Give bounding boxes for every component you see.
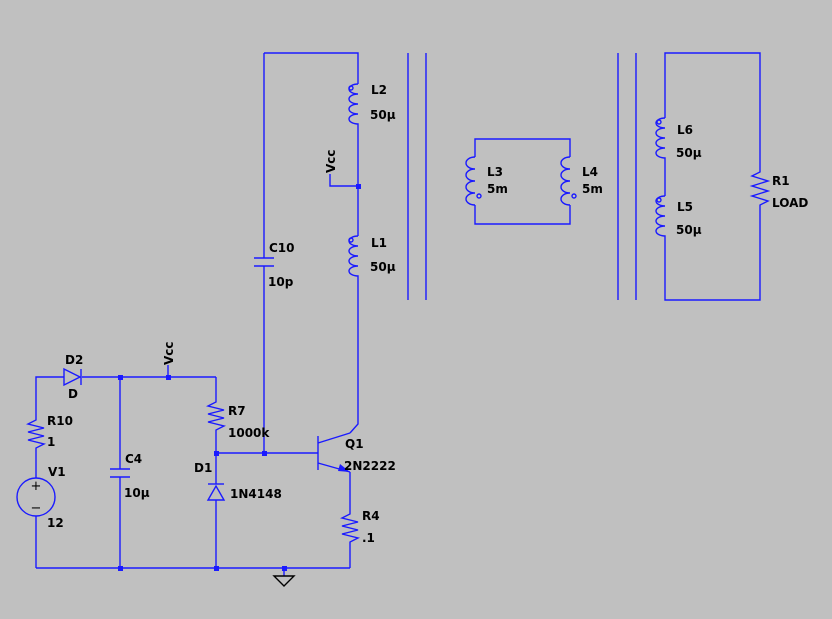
label-Q1-value: 2N2222 <box>344 459 396 473</box>
diode-D1 <box>206 483 226 501</box>
inductor-L1 <box>348 235 359 280</box>
inductor-L3 <box>465 156 482 206</box>
label-C4-ref: C4 <box>125 452 142 466</box>
label-vcc-left: Vcc <box>162 341 176 365</box>
capacitor-C4 <box>110 468 130 478</box>
inductor-L4 <box>560 156 577 206</box>
resistor-R10 <box>25 416 47 452</box>
labels: L2 50µ L1 50µ Vcc Vcc C10 10p L3 5m L4 5… <box>47 83 808 545</box>
label-L2-ref: L2 <box>371 83 387 97</box>
label-R7-value: 1000k <box>228 426 270 440</box>
label-C10-ref: C10 <box>269 241 295 255</box>
diode-D2 <box>63 367 82 387</box>
wire-coupling-loop <box>474 138 571 225</box>
label-L3-value: 5m <box>487 182 508 196</box>
label-L3-ref: L3 <box>487 165 503 179</box>
label-R1-value: LOAD <box>772 196 808 210</box>
label-D2-ref: D2 <box>65 353 83 367</box>
label-V1-ref: V1 <box>48 465 66 479</box>
v1-plus-symbol: + <box>31 479 42 494</box>
label-L6-ref: L6 <box>677 123 693 137</box>
label-L5-ref: L5 <box>677 200 693 214</box>
label-R7-ref: R7 <box>228 404 246 418</box>
label-C10-value: 10p <box>268 275 294 289</box>
capacitor-C10 <box>254 257 274 267</box>
label-D1-ref: D1 <box>194 461 212 475</box>
label-R1-ref: R1 <box>772 174 790 188</box>
label-Q1-ref: Q1 <box>345 437 364 451</box>
label-L6-value: 50µ <box>676 146 702 160</box>
inductor-L5 <box>655 195 666 239</box>
v1-minus-symbol: − <box>31 501 42 516</box>
resistor-R4 <box>339 510 361 548</box>
label-D2-value: D <box>68 387 78 401</box>
label-R4-value: .1 <box>362 531 375 545</box>
label-L4-value: 5m <box>582 182 603 196</box>
junction-dots <box>118 184 361 571</box>
voltage-source-V1: + − <box>16 477 56 517</box>
label-R10-value: 1 <box>47 435 55 449</box>
label-L1-value: 50µ <box>370 260 396 274</box>
transistor-Q1 <box>317 432 351 473</box>
label-D1-value: 1N4148 <box>230 487 282 501</box>
label-vcc-top: Vcc <box>324 149 338 173</box>
inductor-L6 <box>655 117 666 161</box>
label-R4-ref: R4 <box>362 509 380 523</box>
label-R10-ref: R10 <box>47 414 73 428</box>
inductor-L2 <box>348 83 359 127</box>
resistor-R7 <box>205 398 227 440</box>
ground-symbol <box>272 575 296 587</box>
wire-output <box>664 52 761 301</box>
label-L1-ref: L1 <box>371 236 387 250</box>
resistor-R1 <box>749 168 771 214</box>
wire-tank <box>263 52 359 453</box>
wire-supply <box>35 365 351 576</box>
label-C4-value: 10µ <box>124 486 150 500</box>
label-V1-value: 12 <box>47 516 64 530</box>
transformer-core-left <box>407 53 427 300</box>
label-L5-value: 50µ <box>676 223 702 237</box>
label-L2-value: 50µ <box>370 108 396 122</box>
label-L4-ref: L4 <box>582 165 598 179</box>
transformer-core-right <box>617 53 637 300</box>
